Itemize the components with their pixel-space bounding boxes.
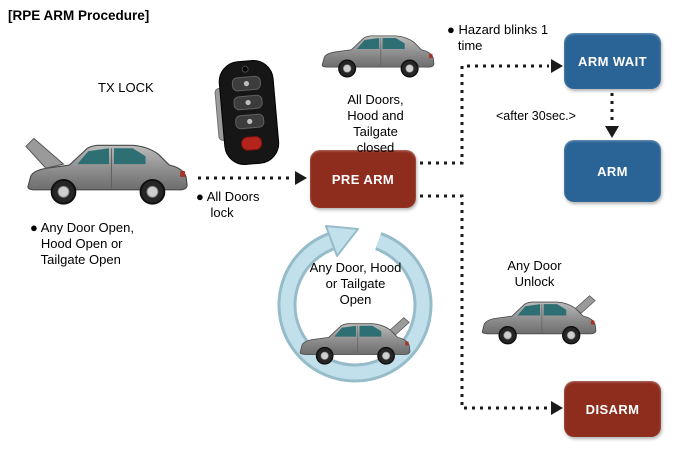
diagram-title: [RPE ARM Procedure] xyxy=(8,8,150,23)
car-closed-icon xyxy=(318,28,436,84)
dotted-arrow-to-disarm xyxy=(420,194,563,415)
key-fob-icon xyxy=(214,60,280,165)
dotted-arrow-to-arm-wait xyxy=(420,59,563,165)
pre-arm-label: PRE ARM xyxy=(331,171,395,187)
disarm-label: DISARM xyxy=(585,401,640,417)
arm-label: ARM xyxy=(597,163,628,179)
caption-all-doors-lock: ● All Doors lock xyxy=(196,189,260,220)
car-hood-open-icon xyxy=(25,137,190,214)
caption-all-closed: All Doors, Hood and Tailgate closed xyxy=(347,92,404,155)
dotted-arrow-to-pre-arm xyxy=(198,171,307,185)
loop-arrow-icon xyxy=(277,225,433,383)
arm-wait-label: ARM WAIT xyxy=(578,53,647,69)
caption-any-door-unlock: Any Door Unlock xyxy=(507,258,562,289)
caption-after-30sec: <after 30sec.> xyxy=(496,109,576,123)
caption-any-door-open: ● Any Door Open, Hood Open or Tailgate O… xyxy=(30,220,134,267)
state-box-arm: ARM xyxy=(564,140,661,202)
state-box-pre-arm: PRE ARM xyxy=(310,150,416,208)
dotted-arrow-to-arm xyxy=(605,93,619,138)
state-box-disarm: DISARM xyxy=(564,381,661,437)
car-loop-tailgate-open-icon xyxy=(296,317,412,371)
caption-loop-open: Any Door, Hood or Tailgate Open xyxy=(309,260,402,307)
car-tailgate-open-icon xyxy=(478,295,598,351)
tx-lock-label: TX LOCK xyxy=(98,80,154,95)
state-box-arm-wait: ARM WAIT xyxy=(564,33,661,89)
caption-hazard-blinks: ● Hazard blinks 1 time xyxy=(447,22,549,53)
